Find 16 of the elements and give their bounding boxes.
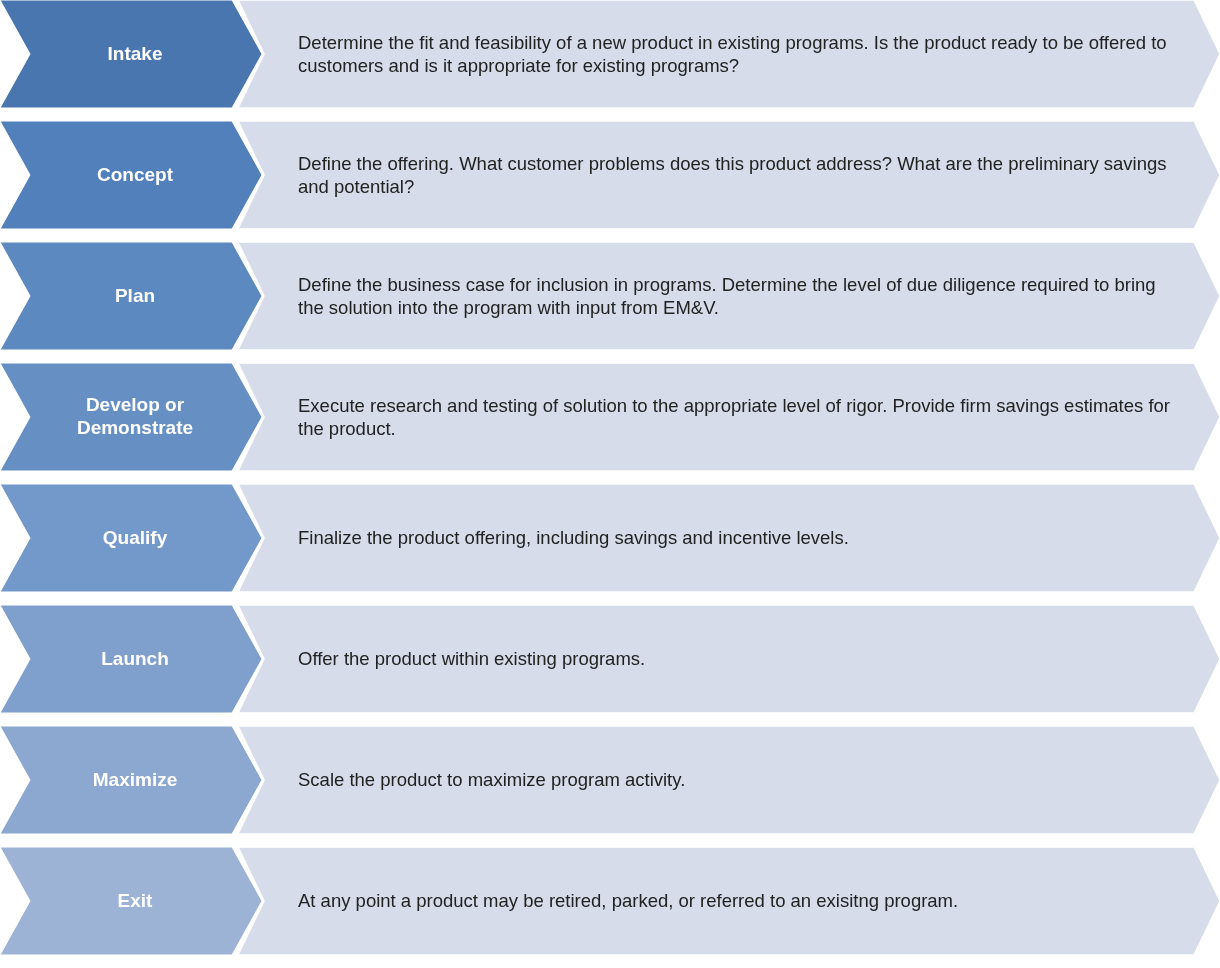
stage-description: Define the business case for inclusion in programs. Determine the level of due diligence required to bring the solution into the program with input from EM&V. — [298, 272, 1157, 320]
stage-description: Scale the product to maximize program activity. — [298, 768, 686, 792]
stage-label: Launch — [101, 647, 169, 671]
stage-label: Develop or Demonstrate — [75, 394, 195, 440]
stage-description: Define the offering. What customer problems does this product address? What are the preliminary savings and potential? — [298, 151, 1168, 199]
stage-description: Finalize the product offering, including savings and incentive levels. — [298, 526, 849, 550]
stage-description: Execute research and testing of solution to the appropriate level of rigor. Provide firm savings estimates for the product. — [298, 393, 1170, 441]
stage-label: Qualify — [102, 526, 168, 550]
stage-description: At any point a product may be retired, parked, or referred to an exisitng program. — [298, 889, 959, 913]
stage-label: Maximize — [92, 768, 178, 792]
stage-description: Determine the fit and feasibility of a new product in existing programs. Is the product ready to be offered to customers and is it appropriate for existing programs? — [298, 30, 1168, 78]
stage-label: Concept — [97, 163, 173, 187]
stage-label: Plan — [114, 284, 156, 308]
stage-label: Intake — [107, 42, 163, 66]
stage-description: Offer the product within existing programs. — [298, 647, 646, 671]
stage-label: Exit — [117, 889, 153, 913]
